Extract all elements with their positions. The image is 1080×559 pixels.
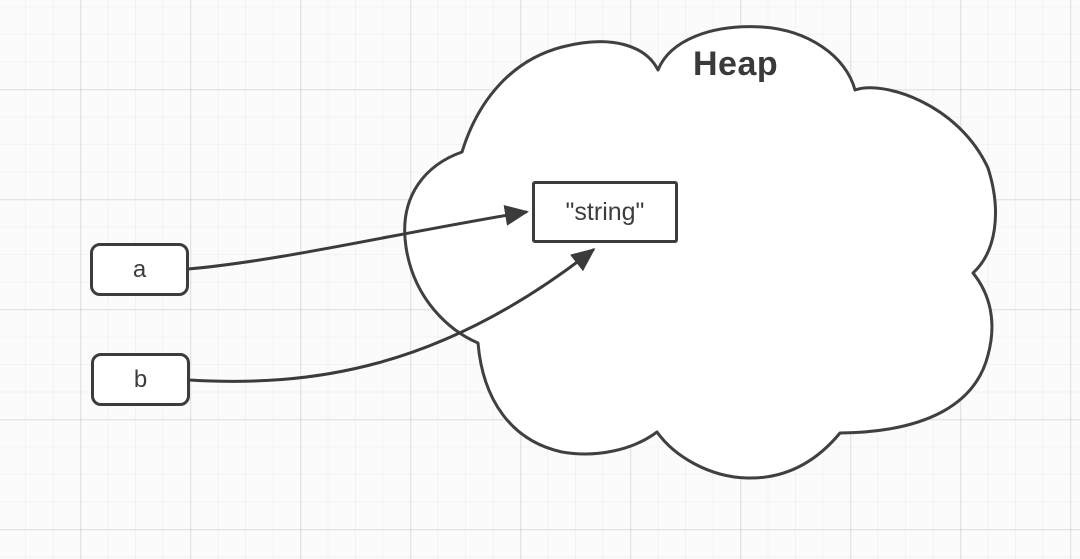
heap-cloud-shape [403, 25, 997, 480]
string-object-label: "string" [565, 197, 645, 226]
variable-b-label: b [133, 365, 148, 393]
arrow-a-to-string [186, 205, 529, 271]
string-object-box: "string" [532, 181, 678, 243]
heap-label: Heap [693, 45, 779, 83]
variable-box-b: b [91, 353, 190, 406]
variable-box-a: a [90, 243, 189, 296]
arrow-b-to-string [187, 248, 596, 383]
variable-a-label: a [132, 255, 147, 283]
